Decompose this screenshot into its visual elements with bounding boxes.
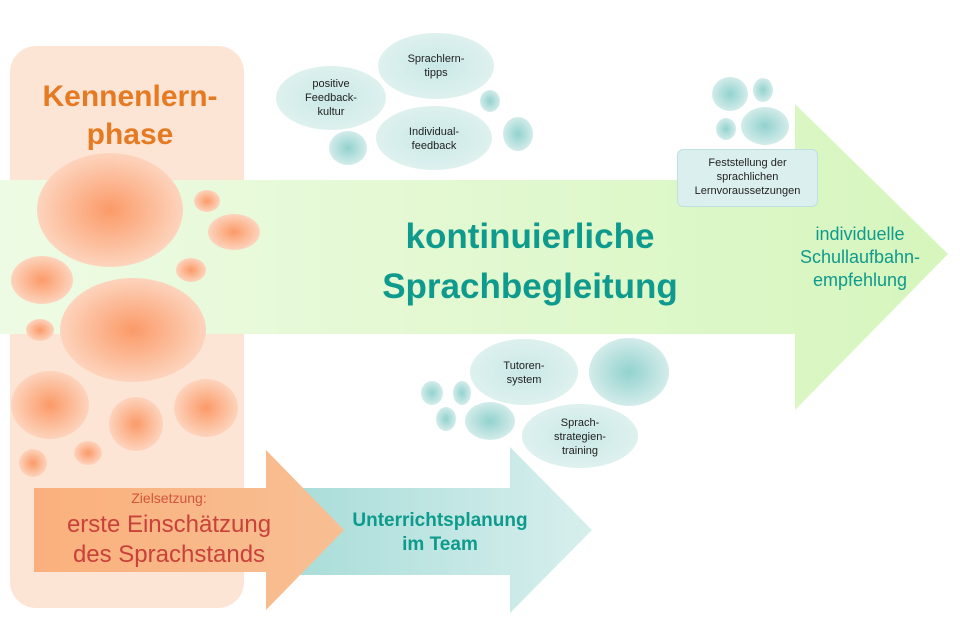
phase-title: Kennenlern- phase: [42, 80, 218, 151]
top-bubbles: [276, 33, 533, 170]
feedback-culture-bubble-label: positive Feedback- kultur: [305, 78, 357, 118]
assessment-box: Feststellung der sprachlichen Lernvoraus…: [677, 149, 818, 207]
assessment-bubbles: [712, 77, 789, 145]
individual-feedback-bubble-label: Individual- feedback: [408, 126, 460, 152]
team-arrow: [294, 447, 592, 613]
goal-label: Zielsetzung:: [131, 490, 207, 506]
team-arrow-label: Unterrichtsplanung im Team: [352, 510, 528, 555]
phase-bubbles: [11, 153, 260, 477]
goal-arrow: [34, 450, 344, 610]
bottom-bubbles: [421, 338, 669, 468]
tutor-system-bubble-label: Tutoren- system: [503, 360, 545, 386]
learning-tips-bubble-label: Sprachlern- tipps: [407, 53, 465, 79]
recommendation-label: individuelle Schullaufbahn- empfehlung: [799, 224, 921, 290]
main-arrow-label: kontinuierliche Sprachbegleitung: [382, 217, 678, 306]
strategy-training-bubble-label: Sprach- strategien- training: [554, 417, 606, 457]
goal-text: erste Einschätzung des Sprachstands: [66, 511, 272, 568]
